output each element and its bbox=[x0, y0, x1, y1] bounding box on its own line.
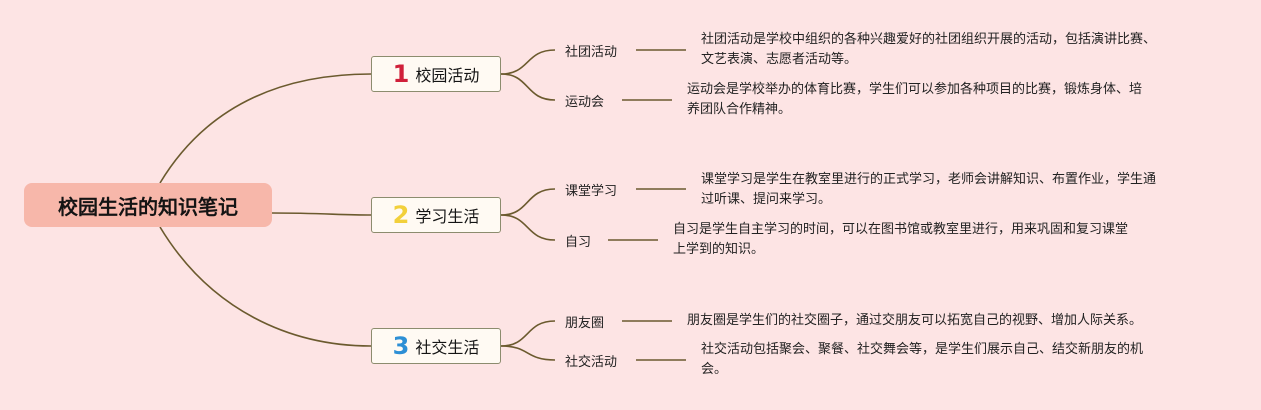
branch-node-study-life: 2 学习生活 bbox=[371, 197, 501, 233]
root-node: 校园生活的知识笔记 bbox=[24, 183, 272, 227]
description-line: 上学到的知识。 bbox=[673, 242, 765, 257]
branch-label: 校园活动 bbox=[415, 66, 480, 85]
leaf-label: 朋友圈 bbox=[565, 316, 605, 331]
branch-node-campus-activities: 1 校园活动 bbox=[371, 56, 501, 92]
leaf-description: 社交活动包括聚会、聚餐、社交舞会等，是学生们展示自己、结交新朋友的机 会。 bbox=[701, 340, 1143, 380]
branch-label: 学习生活 bbox=[415, 207, 480, 226]
branch-number: 2 bbox=[392, 201, 410, 229]
edge-branch-3-leaf-2 bbox=[500, 345, 556, 361]
edge-root-branch-3 bbox=[159, 226, 372, 347]
edge-root-branch-2 bbox=[271, 212, 372, 216]
description-line: 课堂学习是学生在教室里进行的正式学习，老师会讲解知识、布置作业，学生通 bbox=[701, 172, 1157, 187]
root-title: 校园生活的知识笔记 bbox=[58, 194, 238, 219]
edge-branch-2-leaf-2 bbox=[500, 214, 556, 241]
edge-branch-3-leaf-1 bbox=[500, 320, 556, 347]
description-line: 过听课、提问来学习。 bbox=[701, 192, 832, 207]
description-line: 社团活动是学校中组织的各种兴趣爱好的社团组织开展的活动，包括演讲比赛、 bbox=[701, 32, 1157, 47]
leaf-label: 社团活动 bbox=[565, 45, 618, 60]
edge-branch-1-leaf-2 bbox=[500, 73, 556, 101]
branch-number: 1 bbox=[392, 60, 410, 88]
description-line: 自习是学生自主学习的时间，可以在图书馆或教室里进行，用来巩固和复习课堂 bbox=[673, 222, 1129, 237]
description-line: 会。 bbox=[701, 362, 728, 377]
leaf-description: 社团活动是学校中组织的各种兴趣爱好的社团组织开展的活动，包括演讲比赛、 文艺表演… bbox=[701, 30, 1156, 70]
edge-branch-1-leaf-1 bbox=[500, 49, 556, 75]
leaf-label: 课堂学习 bbox=[565, 184, 618, 199]
edge-branch-2-leaf-1 bbox=[500, 188, 556, 216]
description-line: 运动会是学校举办的体育比赛，学生们可以参加各种项目的比赛，锻炼身体、培 bbox=[687, 82, 1143, 97]
description-line: 朋友圈是学生们的社交圈子，通过交朋友可以拓宽自己的视野、增加人际关系。 bbox=[687, 313, 1143, 328]
branch-number: 3 bbox=[392, 332, 410, 360]
leaf-label: 社交活动 bbox=[565, 355, 618, 370]
leaf-description: 自习是学生自主学习的时间，可以在图书馆或教室里进行，用来巩固和复习课堂 上学到的… bbox=[673, 220, 1128, 260]
leaf-description: 运动会是学校举办的体育比赛，学生们可以参加各种项目的比赛，锻炼身体、培 养团队合… bbox=[687, 80, 1142, 120]
description-line: 文艺表演、志愿者活动等。 bbox=[701, 52, 858, 67]
leaf-description: 课堂学习是学生在教室里进行的正式学习，老师会讲解知识、布置作业，学生通 过听课、… bbox=[701, 170, 1156, 210]
edge-root-branch-1 bbox=[159, 73, 372, 184]
branch-node-social-life: 3 社交生活 bbox=[371, 328, 501, 364]
description-line: 养团队合作精神。 bbox=[687, 102, 792, 117]
branch-label: 社交生活 bbox=[415, 338, 480, 357]
leaf-description: 朋友圈是学生们的社交圈子，通过交朋友可以拓宽自己的视野、增加人际关系。 bbox=[687, 311, 1142, 331]
leaf-label: 运动会 bbox=[565, 95, 605, 110]
description-line: 社交活动包括聚会、聚餐、社交舞会等，是学生们展示自己、结交新朋友的机 bbox=[701, 342, 1144, 357]
leaf-label: 自习 bbox=[565, 235, 592, 250]
